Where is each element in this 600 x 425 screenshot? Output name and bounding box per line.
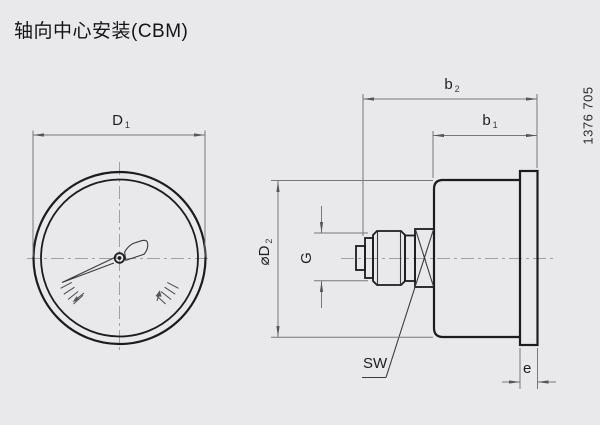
label-phi-d2: ⌀D2 — [256, 238, 274, 266]
label-sw: SW — [363, 355, 388, 372]
scale-ticks-right — [155, 281, 179, 305]
gauge-outer-ring — [32, 170, 207, 346]
thread-cylinder — [372, 230, 406, 286]
label-g: G — [298, 252, 315, 264]
sw-leader — [362, 229, 435, 379]
scale-stop-arrow-right — [155, 290, 162, 302]
dimension-b1 — [432, 131, 537, 178]
dimension-b2 — [362, 94, 538, 236]
page-title: 轴向中心安装(CBM) — [14, 16, 188, 43]
needle-hub — [113, 252, 126, 264]
dimension-e — [502, 348, 556, 389]
scale-stop-arrow-left — [72, 292, 85, 303]
needle-hub-pin — [117, 256, 122, 260]
side-view — [271, 94, 557, 389]
dimension-d1 — [32, 130, 206, 257]
gauge-needle — [61, 239, 149, 284]
page-title-text: 轴向中心安装(CBM) — [14, 21, 189, 42]
back-flange — [518, 169, 539, 347]
label-e: e — [523, 360, 532, 377]
process-connection — [355, 228, 435, 288]
hex-nut — [414, 228, 435, 288]
reference-number: 1376 705 — [580, 86, 596, 145]
dimension-g — [314, 206, 368, 308]
scale-ticks-left — [60, 281, 84, 305]
front-view — [27, 130, 212, 352]
dimension-phi-d2 — [271, 180, 433, 338]
gauge-inner-ring — [40, 178, 199, 338]
